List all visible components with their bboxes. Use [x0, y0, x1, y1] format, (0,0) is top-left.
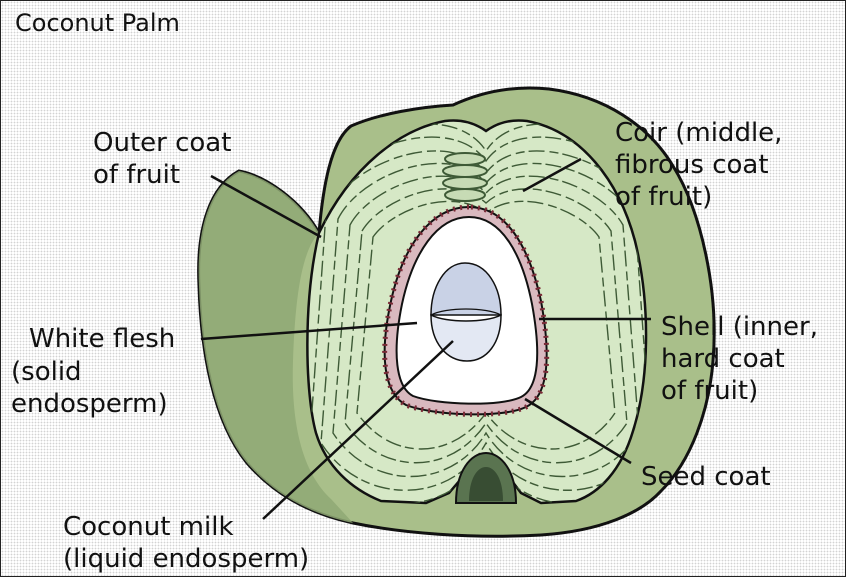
label-coir-line2: fibrous coat [615, 149, 769, 182]
label-shell-line1: Shell (inner, [661, 311, 818, 344]
label-coconut-milk-line2: (liquid endosperm) [63, 543, 309, 576]
label-outer-coat-line2: of fruit [93, 159, 180, 192]
label-outer-coat-line1: Outer coat [93, 127, 231, 160]
label-coconut-milk-line1: Coconut milk [63, 511, 234, 544]
label-shell-line3: of fruit) [661, 375, 758, 408]
label-coir-line1: Coir (middle, [615, 117, 782, 150]
label-shell-line2: hard coat [661, 343, 785, 376]
figure-title: Coconut Palm [15, 9, 180, 37]
label-white-flesh-line3: endosperm) [11, 388, 168, 421]
label-white-flesh-line2: (solid [11, 356, 82, 389]
label-coir-line3: of fruit) [615, 181, 712, 214]
label-white-flesh-line1: White flesh [29, 323, 175, 356]
label-seed-coat: Seed coat [641, 461, 771, 494]
